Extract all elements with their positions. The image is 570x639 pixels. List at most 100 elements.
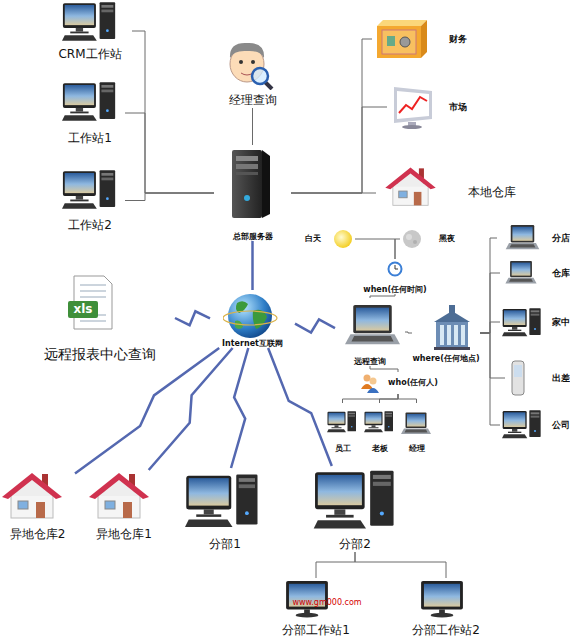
node-label: 员工 — [325, 444, 360, 453]
laptop-icon — [506, 225, 540, 249]
node-label: 异地仓库2 — [0, 528, 75, 542]
device-node: 异地仓库1 — [83, 470, 165, 542]
cable-line — [480, 333, 505, 378]
node-label: 工作站1 — [55, 132, 125, 146]
device-node: CRM工作站 — [48, 0, 132, 62]
cable-line — [370, 366, 398, 372]
cable-line — [480, 273, 500, 333]
cable-line — [480, 333, 500, 425]
computer-icon — [185, 474, 258, 527]
cable-line — [125, 193, 214, 201]
cable-line — [132, 31, 214, 193]
node-label: 家中 — [552, 317, 570, 327]
device-node: 总部服务器 — [214, 145, 291, 241]
computer-icon — [327, 411, 356, 432]
moon-icon — [403, 230, 421, 248]
computer-icon — [502, 308, 541, 336]
node-label: 分部工作站2 — [398, 624, 494, 638]
network-link — [268, 348, 332, 466]
node-label: 仓库 — [552, 268, 570, 278]
cable-line — [398, 394, 417, 403]
cable-line — [395, 239, 400, 259]
device-node: 工作站2 — [55, 168, 125, 233]
device-node: 市场 — [387, 82, 467, 132]
monitor-icon — [421, 581, 463, 618]
cable-line — [405, 332, 412, 333]
device-node: 分部工作站1 — [268, 578, 364, 638]
device-node: 员工 — [325, 403, 360, 453]
device-node: 经理 — [399, 403, 434, 453]
computer-icon — [502, 410, 541, 438]
network-link — [231, 348, 248, 468]
cable-line — [355, 552, 446, 578]
sun-icon — [334, 230, 352, 248]
house-icon — [385, 168, 435, 206]
device-node: 黑夜 — [400, 227, 455, 251]
spreadsheet-icon — [68, 276, 112, 329]
device-node: Internet互联网 — [210, 290, 295, 348]
computer-icon — [62, 170, 115, 209]
globe-icon — [223, 294, 277, 338]
device-node: 家中 — [500, 302, 570, 342]
device-node: 远程查询 — [335, 298, 405, 366]
cable-line — [251, 241, 254, 290]
node-label: 出差 — [552, 373, 570, 383]
house-icon — [89, 473, 149, 518]
laptop-icon — [505, 261, 536, 283]
node-label: 老板 — [362, 444, 397, 453]
phone-icon — [512, 361, 524, 395]
house-icon — [2, 473, 62, 518]
device-node: 分部1 — [180, 468, 270, 552]
device-node: 本地仓库 — [376, 165, 516, 221]
cable-line — [291, 193, 376, 194]
device-node: where(任何地点) — [412, 303, 480, 363]
chart-monitor-icon — [394, 87, 432, 129]
device-node: 分店 — [497, 222, 570, 254]
node-label: 分部工作站1 — [268, 624, 364, 638]
cable-line — [291, 39, 372, 193]
device-node: 工作站1 — [55, 80, 125, 146]
device-node: 白天 — [305, 227, 355, 251]
clock-icon — [389, 263, 402, 276]
device-node: when(任何时间) — [350, 259, 440, 294]
network-link — [75, 348, 219, 473]
safe-icon — [377, 20, 427, 58]
cable-line — [125, 113, 214, 193]
node-label: where(任何地点) — [412, 354, 480, 363]
cable-line — [343, 394, 399, 403]
node-label: 分部1 — [180, 538, 270, 552]
server-icon — [232, 150, 270, 218]
laptop-icon — [401, 413, 431, 435]
computer-icon — [364, 411, 393, 432]
node-label: 远程查询 — [335, 357, 405, 366]
cable-line — [291, 107, 387, 193]
node-label: 财务 — [449, 34, 467, 44]
device-node: 老板 — [362, 403, 397, 453]
device-node: 远程报表中心查询 — [25, 272, 175, 362]
node-label: CRM工作站 — [48, 48, 132, 62]
network-link — [149, 348, 233, 470]
device-node: 财务 — [372, 15, 467, 63]
node-label: 白天 — [305, 234, 321, 243]
people-icon — [361, 375, 379, 394]
node-label: 分部2 — [298, 538, 412, 552]
node-label: 经理查询 — [215, 94, 290, 108]
node-label: 黑夜 — [439, 234, 455, 243]
network-link — [175, 311, 210, 325]
node-label: 市场 — [449, 102, 467, 112]
network-link — [295, 319, 335, 332]
cable-line — [480, 238, 497, 333]
device-node: 经理查询 — [215, 38, 290, 108]
node-label: 公司 — [552, 420, 570, 430]
cable-line — [355, 239, 395, 259]
device-node: 公司 — [500, 405, 570, 445]
cable-line — [380, 394, 399, 403]
node-label: 工作站2 — [55, 219, 125, 233]
device-node: 分部工作站2 — [398, 578, 494, 638]
icon-text: xls — [68, 302, 98, 316]
node-label: 总部服务器 — [214, 232, 291, 241]
node-label: who(任何人) — [388, 378, 438, 387]
device-node: 分部2 — [298, 466, 412, 552]
